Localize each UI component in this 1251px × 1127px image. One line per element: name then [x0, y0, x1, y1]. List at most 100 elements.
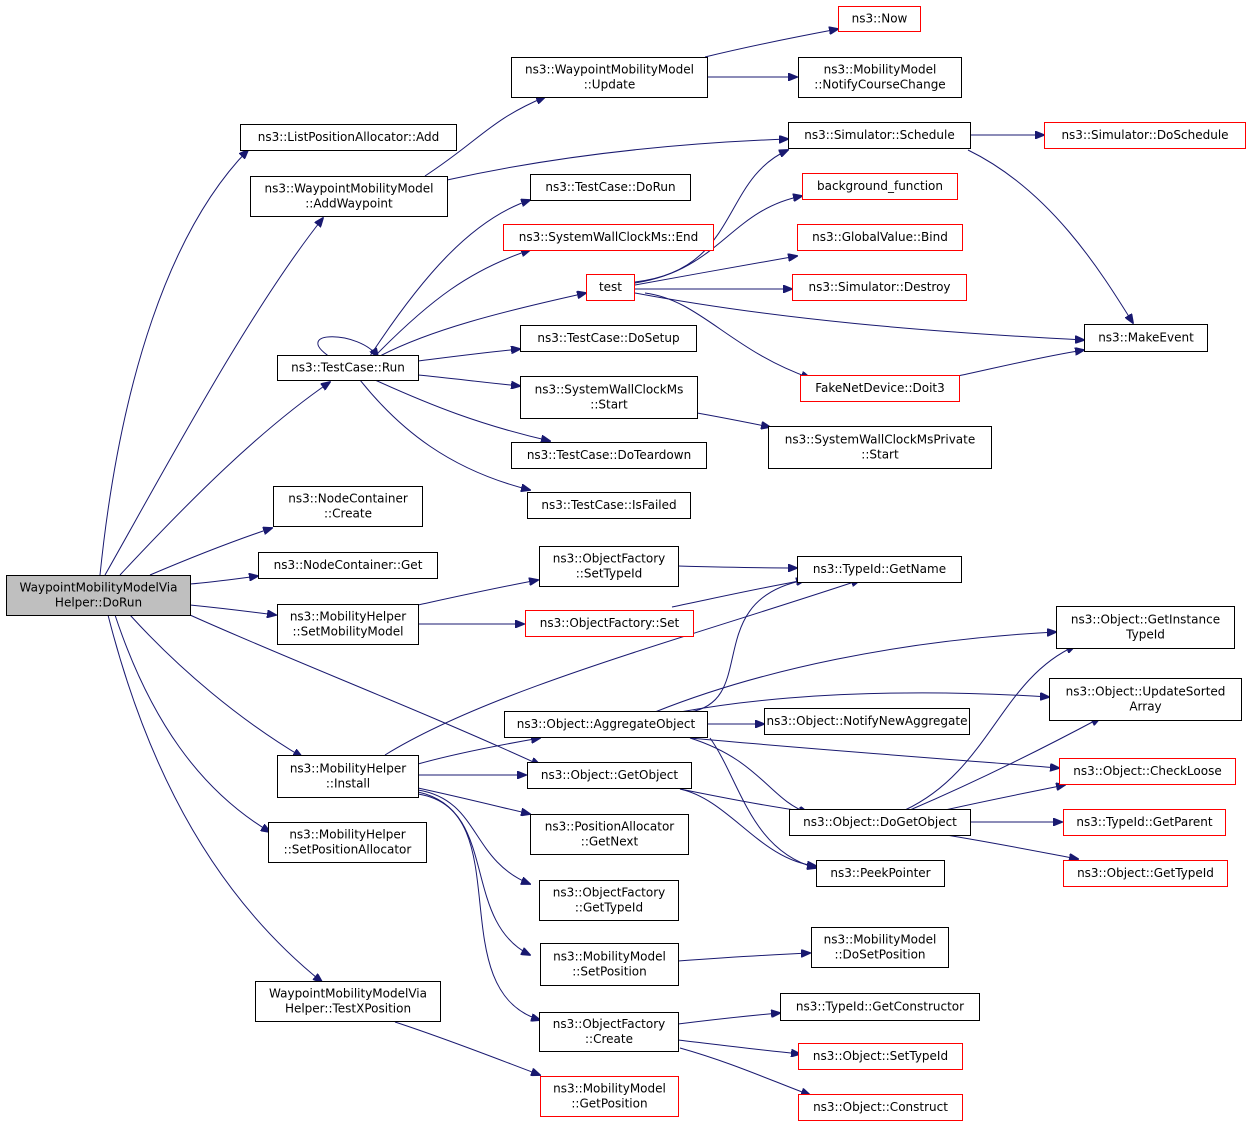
node-label: ns3::Object::DoGetObject — [803, 815, 957, 829]
node-box — [789, 809, 971, 836]
node-swcend[interactable]: ns3::SystemWallClockMs::End — [503, 224, 714, 251]
node-mhsetposalloc[interactable]: ns3::MobilityHelper::SetPositionAllocato… — [268, 822, 427, 863]
node-label: Helper::TestXPosition — [285, 1002, 411, 1016]
edge-addwaypoint-wpupdate — [424, 97, 545, 177]
node-box — [768, 426, 992, 469]
node-label: ns3::Object::UpdateSorted — [1066, 685, 1226, 699]
node-mhinstall[interactable]: ns3::MobilityHelper::Install — [277, 755, 419, 798]
node-objsettypeid[interactable]: ns3::Object::SetTypeId — [798, 1043, 963, 1070]
node-box — [273, 486, 423, 527]
node-doschedule[interactable]: ns3::Simulator::DoSchedule — [1044, 122, 1246, 149]
node-schedule[interactable]: ns3::Simulator::Schedule — [788, 122, 971, 149]
node-label: ns3::TestCase::IsFailed — [541, 498, 676, 512]
node-getobject[interactable]: ns3::Object::GetObject — [527, 762, 692, 789]
edge-mhinstall-ofgettypeid — [417, 789, 530, 884]
node-mhsetmobility[interactable]: ns3::MobilityHelper::SetMobilityModel — [277, 604, 419, 645]
node-box — [586, 274, 635, 301]
node-tcrun[interactable]: ns3::TestCase::Run — [277, 355, 419, 381]
node-box — [277, 755, 419, 798]
node-doit3[interactable]: FakeNetDevice::Doit3 — [800, 375, 960, 402]
node-label: ns3::ObjectFactory — [553, 1017, 666, 1031]
node-label: ns3::NodeContainer — [288, 492, 408, 506]
node-aggregate[interactable]: ns3::Object::AggregateObject — [504, 711, 708, 738]
node-swcstart[interactable]: ns3::SystemWallClockMs::Start — [520, 376, 698, 419]
edge-dorun-mhsetmobility — [189, 604, 276, 615]
node-label: ::Start — [861, 448, 899, 462]
node-listadd[interactable]: ns3::ListPositionAllocator::Add — [240, 124, 457, 151]
node-gvbind[interactable]: ns3::GlobalValue::Bind — [797, 224, 963, 251]
node-label: ns3::SystemWallClockMsPrivate — [785, 433, 976, 447]
edge-aggregate-updatesorted — [679, 692, 1049, 713]
node-mmsetpos[interactable]: ns3::MobilityModel::SetPosition — [540, 943, 679, 986]
node-tcdorun[interactable]: ns3::TestCase::DoRun — [530, 174, 691, 201]
edge-mhinstall-ofcreate — [417, 793, 540, 1020]
edge-testxpos-mmgetpos — [394, 1021, 540, 1075]
node-notifynewagg[interactable]: ns3::Object::NotifyNewAggregate — [764, 708, 970, 735]
node-makeevent[interactable]: ns3::MakeEvent — [1084, 324, 1208, 352]
node-ofcreate[interactable]: ns3::ObjectFactory::Create — [539, 1012, 679, 1052]
node-swcpstart[interactable]: ns3::SystemWallClockMsPrivate::Start — [768, 426, 992, 469]
node-box — [520, 376, 698, 419]
node-box — [504, 711, 708, 738]
node-objgettypeid[interactable]: ns3::Object::GetTypeId — [1063, 860, 1228, 887]
edge-dorun-testxpos — [107, 614, 322, 982]
edge-test-makeevent — [634, 292, 1084, 340]
node-checkloose[interactable]: ns3::Object::CheckLoose — [1059, 758, 1236, 785]
node-label: ns3::TypeId::GetParent — [1076, 815, 1212, 829]
node-peekpointer[interactable]: ns3::PeekPointer — [816, 860, 945, 887]
edge-mmsetpos-mmdosetpos — [677, 953, 810, 962]
edge-aggregate-getinstancetypeid — [654, 632, 1056, 713]
node-label: ns3::NodeContainer::Get — [274, 558, 423, 572]
node-wpupdate[interactable]: ns3::WaypointMobilityModel::Update — [511, 57, 708, 98]
node-box — [240, 124, 457, 151]
node-label: ::GetTypeId — [575, 901, 643, 915]
node-mmdosetpos[interactable]: ns3::MobilityModel::DoSetPosition — [811, 927, 949, 968]
node-ofset[interactable]: ns3::ObjectFactory::Set — [525, 610, 694, 637]
node-label: ::NotifyCourseChange — [814, 78, 945, 92]
edge-mhinstall-typeidgetname — [384, 580, 860, 756]
node-label: ns3::Now — [852, 12, 908, 26]
node-tcteardown[interactable]: ns3::TestCase::DoTeardown — [511, 442, 707, 469]
node-nccreate[interactable]: ns3::NodeContainer::Create — [273, 486, 423, 527]
node-test[interactable]: test — [586, 274, 635, 301]
edge-ofcreate-objconstruct — [679, 1047, 810, 1095]
node-box — [798, 1043, 963, 1070]
edge-tcrun-swcstart — [417, 374, 520, 386]
node-bgfunc[interactable]: background_function — [802, 173, 958, 200]
node-label: ::Install — [326, 777, 370, 791]
edge-dorun-mhsetposalloc — [114, 614, 270, 832]
node-objconstruct[interactable]: ns3::Object::Construct — [798, 1094, 963, 1121]
node-label: WaypointMobilityModelVia — [20, 581, 178, 595]
node-box — [530, 814, 689, 855]
node-getconstructor[interactable]: ns3::TypeId::GetConstructor — [780, 993, 980, 1021]
node-now[interactable]: ns3::Now — [838, 6, 921, 32]
node-addwaypoint[interactable]: ns3::WaypointMobilityModel::AddWaypoint — [250, 176, 448, 217]
node-dogetobject[interactable]: ns3::Object::DoGetObject — [789, 809, 971, 836]
function-nodes: WaypointMobilityModelViaHelper::DoRunns3… — [6, 6, 1246, 1121]
node-box — [277, 604, 419, 645]
node-box — [539, 546, 679, 587]
node-pagetnext[interactable]: ns3::PositionAllocator::GetNext — [530, 814, 689, 855]
node-label: ns3::MobilityModel — [553, 950, 666, 964]
node-label: ns3::TypeId::GetConstructor — [796, 1000, 964, 1014]
node-ofsettypeid[interactable]: ns3::ObjectFactory::SetTypeId — [539, 546, 679, 587]
edge-ofsettypeid-typeidgetname — [677, 566, 797, 568]
node-tcdosetup[interactable]: ns3::TestCase::DoSetup — [520, 325, 697, 352]
node-tcisfailed[interactable]: ns3::TestCase::IsFailed — [527, 492, 691, 519]
node-notifycourse[interactable]: ns3::MobilityModel::NotifyCourseChange — [798, 57, 962, 98]
node-getparent[interactable]: ns3::TypeId::GetParent — [1063, 809, 1226, 836]
node-mmgetpos[interactable]: ns3::MobilityModel::GetPosition — [540, 1076, 679, 1117]
node-typeidgetname[interactable]: ns3::TypeId::GetName — [797, 556, 962, 583]
edge-aggregate-checkloose — [689, 737, 1059, 768]
node-destroy[interactable]: ns3::Simulator::Destroy — [792, 274, 967, 301]
node-ofgettypeid[interactable]: ns3::ObjectFactory::GetTypeId — [539, 880, 679, 921]
node-label: ns3::Object::GetTypeId — [1077, 866, 1214, 880]
node-box — [1059, 758, 1236, 785]
edge-ofset-typeidgetname — [671, 580, 805, 608]
node-ncget[interactable]: ns3::NodeContainer::Get — [258, 552, 438, 579]
node-label: ::Update — [584, 78, 636, 92]
node-testxpos[interactable]: WaypointMobilityModelViaHelper::TestXPos… — [255, 981, 441, 1022]
